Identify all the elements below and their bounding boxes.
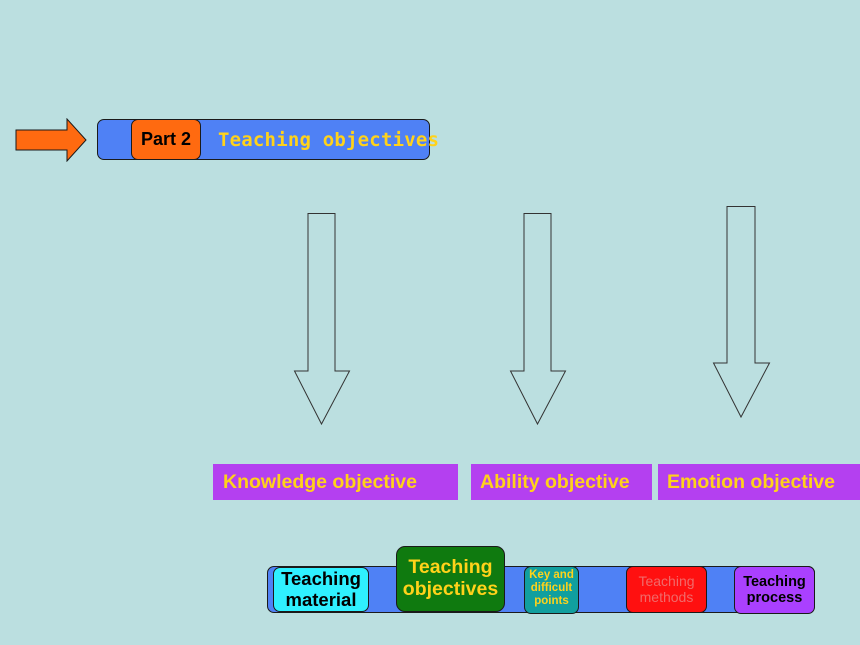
down-arrow-icon (712, 206, 771, 419)
nav-teaching-process-button[interactable]: Teaching process (734, 566, 815, 614)
nav-item-label: process (746, 590, 803, 606)
down-arrow-icon (509, 213, 567, 426)
nav-item-label: material (285, 588, 357, 610)
down-arrow-icon (293, 213, 351, 426)
nav-key-points-button[interactable]: Key and difficult points (524, 566, 579, 614)
nav-item-label: Teaching (743, 573, 806, 590)
nav-item-label: points (534, 594, 569, 607)
knowledge-objective-label: Knowledge objective (213, 464, 458, 500)
part-label: Part 2 (131, 119, 201, 160)
nav-teaching-material-button[interactable]: Teaching material (273, 567, 369, 612)
nav-item-label: objectives (402, 578, 499, 600)
nav-item-label: Teaching (638, 572, 695, 589)
nav-teaching-objectives-button[interactable]: Teaching objectives (396, 546, 505, 612)
nav-item-label: Teaching (281, 567, 361, 589)
nav-item-label: Key and (529, 569, 574, 581)
emotion-objective-label: Emotion objective (658, 464, 860, 500)
orange-arrow-icon (15, 118, 87, 162)
nav-item-label: methods (639, 588, 694, 605)
nav-item-label: difficult (530, 581, 573, 594)
section-title: Teaching objectives (218, 128, 440, 151)
ability-objective-label: Ability objective (471, 464, 652, 500)
nav-item-label: Teaching (408, 556, 493, 579)
nav-teaching-methods-button[interactable]: Teaching methods (626, 566, 707, 613)
